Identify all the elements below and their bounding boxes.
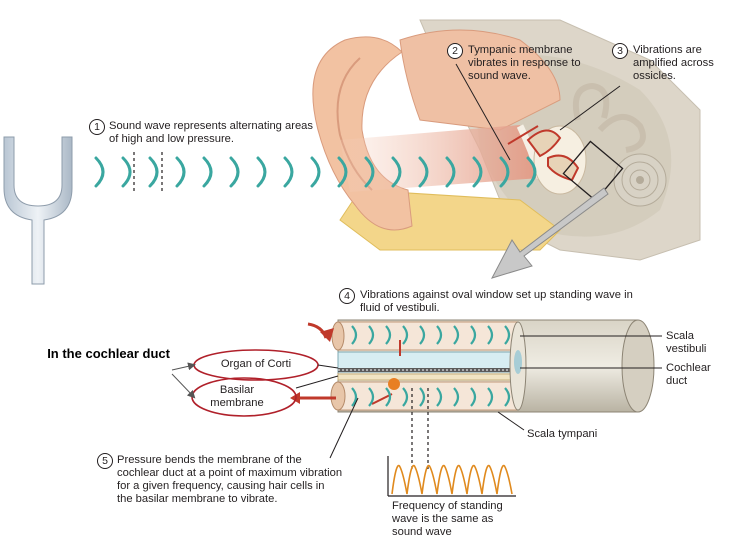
zoom-arrow-icon xyxy=(491,187,609,279)
sound-wave-arc xyxy=(418,156,429,188)
sound-wave-arc xyxy=(256,156,267,188)
step-1-number: 1 xyxy=(89,119,105,135)
cochlea-wave-arc xyxy=(470,387,477,407)
sound-wave-arc xyxy=(94,156,105,188)
sound-wave-arc xyxy=(445,156,456,188)
cochlea-wave-arcs xyxy=(351,325,511,407)
step-4-number: 4 xyxy=(339,288,355,304)
cochlea-wave-arc xyxy=(504,325,511,345)
top-leader-lines xyxy=(455,63,621,161)
tuning-fork-icon xyxy=(3,136,73,285)
sound-wave-arcs xyxy=(94,156,537,188)
cochlea-wave-arc xyxy=(487,325,494,345)
sound-wave-arc xyxy=(526,156,537,188)
cochlea-wave-arc xyxy=(487,387,494,407)
step-2-text: Tympanic membrane vibrates in response t… xyxy=(468,44,581,82)
sound-wave-arc xyxy=(283,156,294,188)
cochlea-wave-arc xyxy=(453,325,460,345)
cochlea-wave-arc xyxy=(436,387,443,407)
step-5-text: Pressure bends the membrane of the cochl… xyxy=(117,454,343,505)
sound-wave-arc xyxy=(202,156,213,188)
step-2-number: 2 xyxy=(447,43,463,59)
cochlea-wave-arc xyxy=(351,325,358,345)
sound-wave-arc xyxy=(364,156,375,188)
step-4-text: Vibrations against oval window set up st… xyxy=(360,289,633,314)
annotation-arrows xyxy=(171,362,196,399)
scala-tympani-label: Scala tympani xyxy=(527,428,598,440)
cochlea-wave-arc xyxy=(453,387,460,407)
cochlea-wave-arc xyxy=(436,325,443,345)
step-5-number: 5 xyxy=(97,453,113,469)
right-leader-lines xyxy=(329,335,662,459)
cochlea-wave-arc xyxy=(504,387,511,407)
cochlea-wave-arc xyxy=(402,387,409,407)
cochlea-wave-arc xyxy=(351,387,358,407)
sound-wave-arc xyxy=(472,156,483,188)
frequency-graph xyxy=(387,456,516,497)
cochlear-duct-label: Cochlear duct xyxy=(666,362,711,387)
cochlear-duct-annotation: In the cochlear duct xyxy=(47,346,170,361)
ear-cross-section xyxy=(312,19,701,261)
cochlea-wave-arc xyxy=(419,325,426,345)
cochlea-wave-arc xyxy=(470,325,477,345)
scala-vestibuli-label: Scala vestibuli xyxy=(666,330,707,355)
cochlea-wave-arc xyxy=(368,387,375,407)
sound-wave-arc xyxy=(229,156,240,188)
pressure-markers xyxy=(133,152,163,192)
sound-wave-arc xyxy=(310,156,321,188)
organ-of-corti-label: Organ of Corti xyxy=(220,358,292,370)
sound-wave-arc xyxy=(148,156,159,188)
sound-wave-arc xyxy=(499,156,510,188)
basilar-membrane-label: Basilar membrane xyxy=(210,384,264,409)
cochlea-wave-arc xyxy=(385,387,392,407)
sound-wave-arc xyxy=(175,156,186,188)
step-3-text: Vibrations are amplified across ossicles… xyxy=(633,44,714,82)
graph-drop-lines xyxy=(411,388,429,470)
cochlea-wave-arc xyxy=(385,325,392,345)
cochlea-wave-arc xyxy=(419,387,426,407)
cochlea-wave-arc xyxy=(402,325,409,345)
step-1-text: Sound wave represents alternating areas … xyxy=(109,120,313,145)
sound-wave-arc xyxy=(337,156,348,188)
uncoiled-cochlea xyxy=(290,319,655,413)
frequency-note: Frequency of standing wave is the same a… xyxy=(392,500,503,538)
cochlea-wave-arc xyxy=(368,325,375,345)
sound-wave-arc xyxy=(391,156,402,188)
sound-wave-arc xyxy=(121,156,132,188)
step-3-number: 3 xyxy=(612,43,628,59)
